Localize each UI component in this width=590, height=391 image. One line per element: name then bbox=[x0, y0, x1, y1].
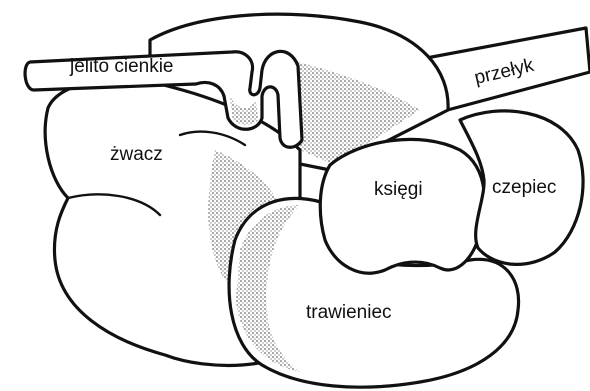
label-reticulum: czepiec bbox=[492, 177, 556, 198]
omasum-sac bbox=[320, 139, 484, 273]
label-abomasum: trawieniec bbox=[306, 302, 392, 323]
label-omasum: księgi bbox=[374, 179, 423, 200]
label-small-intestine: jelito cienkie bbox=[69, 56, 174, 77]
label-rumen: żwacz bbox=[110, 144, 163, 165]
